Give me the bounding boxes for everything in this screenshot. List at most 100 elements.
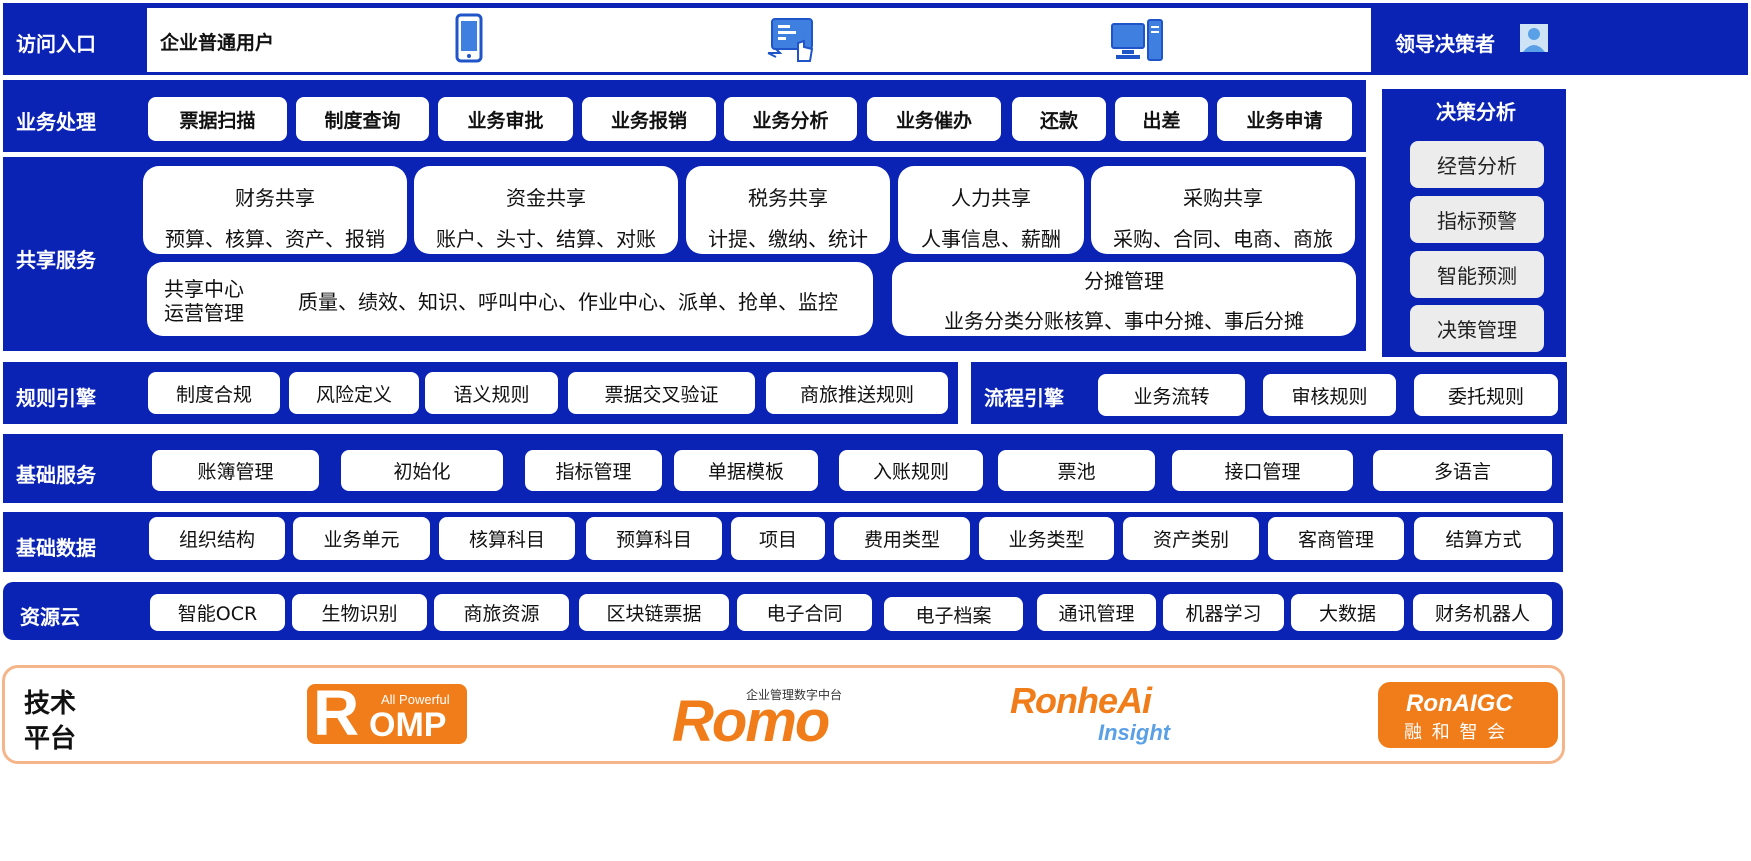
decision-item-manage[interactable]: 决策管理: [1410, 305, 1544, 352]
basic-service-ledger[interactable]: 账簿管理: [152, 450, 319, 491]
shared-card-hr[interactable]: 人力共享 人事信息、薪酬: [898, 166, 1084, 254]
tech-platform-frame: [2, 665, 1565, 764]
ronheai-logo-sub: Insight: [1098, 720, 1171, 745]
rules-item-risk[interactable]: 风险定义: [289, 372, 419, 414]
ronheai-logo-text: RonheAi: [1010, 680, 1152, 721]
business-label: 业务处理: [16, 110, 96, 134]
rules-label: 规则引擎: [16, 386, 96, 410]
ronheai-logo: RonheAi Insight: [1010, 680, 1200, 752]
ronaigc-logo: RonAIGC 融 和 智 会: [1378, 682, 1558, 748]
resource-e-archive[interactable]: 电子档案: [884, 597, 1023, 631]
shared-card-finance[interactable]: 财务共享 预算、核算、资产、报销: [143, 166, 407, 254]
shared-card-title: 人力共享: [951, 186, 1031, 210]
business-item-analysis[interactable]: 业务分析: [724, 97, 857, 141]
leader-label: 领导决策者: [1395, 32, 1495, 56]
basic-data-org[interactable]: 组织结构: [149, 517, 285, 560]
shared-card-desc: 预算、核算、资产、报销: [165, 227, 385, 251]
shared-card-desc: 采购、合同、电商、商旅: [1113, 227, 1333, 251]
resource-bigdata[interactable]: 大数据: [1291, 594, 1404, 631]
basic-data-vendor[interactable]: 客商管理: [1268, 517, 1404, 560]
shared-alloc-card[interactable]: 分摊管理 业务分类分账核算、事中分摊、事后分摊: [892, 262, 1356, 336]
business-item-apply[interactable]: 业务申请: [1217, 97, 1352, 141]
ronaigc-logo-text: RonAIGC: [1406, 690, 1513, 717]
decision-item-forecast[interactable]: 智能预测: [1410, 251, 1544, 298]
shared-ops-desc: 质量、绩效、知识、呼叫中心、作业中心、派单、抢单、监控: [298, 290, 838, 314]
basic-service-init[interactable]: 初始化: [341, 450, 503, 491]
basic-data-asset-class[interactable]: 资产类别: [1123, 517, 1259, 560]
shared-card-purchase[interactable]: 采购共享 采购、合同、电商、商旅: [1091, 166, 1355, 254]
business-item-reimburse[interactable]: 业务报销: [582, 97, 716, 141]
basic-data-account[interactable]: 核算科目: [439, 517, 575, 560]
resource-blockchain[interactable]: 区块链票据: [579, 594, 729, 631]
process-label: 流程引擎: [984, 386, 1064, 410]
resource-biometrics[interactable]: 生物识别: [292, 594, 427, 631]
tablet-touch-icon: [767, 18, 814, 62]
shared-ops-title-2: 运营管理: [164, 301, 244, 325]
business-item-approval[interactable]: 业务审批: [438, 97, 573, 141]
romp-logo-box: [307, 684, 467, 744]
shared-alloc-title: 分摊管理: [1084, 269, 1164, 293]
shared-card-desc: 账户、头寸、结算、对账: [436, 227, 656, 251]
basic-data-settlement[interactable]: 结算方式: [1414, 517, 1553, 560]
resource-label: 资源云: [20, 605, 80, 629]
shared-ops-card[interactable]: 共享中心 运营管理 质量、绩效、知识、呼叫中心、作业中心、派单、抢单、监控: [147, 262, 873, 336]
shared-ops-title-1: 共享中心: [164, 277, 244, 301]
user-type-label: 企业普通用户: [160, 32, 275, 54]
business-item-scan[interactable]: 票据扫描: [148, 97, 287, 141]
basic-service-template[interactable]: 单据模板: [674, 450, 818, 491]
shared-label: 共享服务: [16, 248, 96, 272]
rules-item-travel-push[interactable]: 商旅推送规则: [766, 372, 948, 414]
basic-service-i18n[interactable]: 多语言: [1373, 450, 1552, 491]
romo-logo: 企业管理数字中台 Romo: [672, 684, 862, 754]
romp-logo-r: R: [313, 677, 360, 749]
resource-ocr[interactable]: 智能OCR: [150, 594, 285, 631]
resource-travel[interactable]: 商旅资源: [434, 594, 569, 631]
business-item-trip[interactable]: 出差: [1115, 97, 1208, 141]
romp-logo-text: OMP: [369, 706, 447, 744]
basic-data-label: 基础数据: [16, 536, 96, 560]
shared-card-funds[interactable]: 资金共享 账户、头寸、结算、对账: [414, 166, 678, 254]
basic-service-metrics[interactable]: 指标管理: [525, 450, 662, 491]
romo-logo-text: Romo: [672, 689, 830, 754]
process-item-delegate[interactable]: 委托规则: [1414, 374, 1558, 416]
business-item-repay[interactable]: 还款: [1012, 97, 1106, 141]
resource-finance-robot[interactable]: 财务机器人: [1413, 594, 1552, 631]
rules-item-compliance[interactable]: 制度合规: [148, 372, 280, 414]
basic-data-business-type[interactable]: 业务类型: [979, 517, 1114, 560]
process-item-flow[interactable]: 业务流转: [1098, 374, 1245, 416]
shared-card-desc: 计提、缴纳、统计: [708, 227, 868, 251]
resource-comms[interactable]: 通讯管理: [1037, 594, 1156, 631]
basic-services-label: 基础服务: [16, 463, 96, 487]
process-item-review[interactable]: 审核规则: [1263, 374, 1396, 416]
rules-item-semantic[interactable]: 语义规则: [425, 372, 558, 414]
decision-item-alert[interactable]: 指标预警: [1410, 196, 1544, 243]
ronaigc-logo-sub: 融 和 智 会: [1404, 722, 1508, 743]
basic-data-budget[interactable]: 预算科目: [586, 517, 722, 560]
business-item-urge[interactable]: 业务催办: [867, 97, 1001, 141]
person-avatar-icon: [1520, 24, 1548, 52]
resource-ml[interactable]: 机器学习: [1163, 594, 1284, 631]
romo-logo-tag: 企业管理数字中台: [746, 688, 843, 702]
shared-card-desc: 人事信息、薪酬: [921, 227, 1061, 251]
rules-item-crosscheck[interactable]: 票据交叉验证: [568, 372, 755, 414]
tech-label-1: 技术: [24, 689, 77, 719]
resource-e-contract[interactable]: 电子合同: [737, 594, 872, 631]
tech-label-2: 平台: [24, 724, 77, 754]
basic-data-expense-type[interactable]: 费用类型: [834, 517, 970, 560]
desktop-computer-icon: [1111, 19, 1163, 61]
decision-item-ops[interactable]: 经营分析: [1410, 141, 1544, 188]
basic-service-interface[interactable]: 接口管理: [1172, 450, 1353, 491]
shared-card-title: 税务共享: [748, 186, 828, 210]
access-users-panel: [147, 8, 1371, 72]
shared-card-title: 采购共享: [1183, 186, 1263, 210]
shared-card-title: 资金共享: [506, 186, 586, 210]
shared-card-tax[interactable]: 税务共享 计提、缴纳、统计: [686, 166, 890, 254]
basic-data-project[interactable]: 项目: [731, 517, 825, 560]
basic-service-invoice-pool[interactable]: 票池: [998, 450, 1155, 491]
business-item-policy[interactable]: 制度查询: [296, 97, 429, 141]
shared-card-title: 财务共享: [235, 186, 315, 210]
decision-title: 决策分析: [1436, 100, 1516, 124]
basic-data-unit[interactable]: 业务单元: [293, 517, 430, 560]
shared-alloc-desc: 业务分类分账核算、事中分摊、事后分摊: [944, 309, 1304, 333]
basic-service-posting[interactable]: 入账规则: [839, 450, 983, 491]
